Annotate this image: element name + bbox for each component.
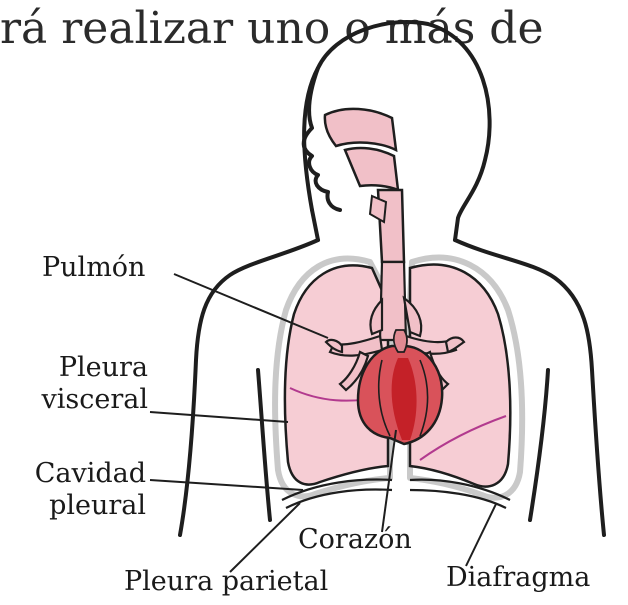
lungs — [283, 263, 512, 488]
label-pleura-visceral: Pleura visceral — [10, 352, 148, 416]
label-cavidad-pleural: Cavidad pleural — [4, 458, 146, 522]
left-lung — [283, 264, 390, 486]
label-pleura-visceral-line1: Pleura — [58, 352, 148, 383]
label-corazon: Corazón — [298, 524, 412, 555]
label-cavidad-pleural-line2: pleural — [49, 490, 146, 521]
body-outline — [178, 19, 606, 537]
airway — [323, 107, 406, 264]
pleura-parietal — [272, 254, 526, 501]
label-pleura-parietal: Pleura parietal — [124, 566, 329, 597]
leader-lines — [149, 273, 497, 573]
heart — [356, 329, 444, 446]
diaphragm — [281, 478, 511, 509]
label-pleura-visceral-line2: visceral — [41, 384, 148, 415]
label-cavidad-pleural-line1: Cavidad — [34, 458, 146, 489]
right-lung — [408, 263, 512, 488]
background-sentence-fragment: rá realizar uno o más de — [0, 3, 544, 54]
label-pulmon: Pulmón — [42, 252, 146, 283]
label-diafragma: Diafragma — [446, 562, 591, 593]
